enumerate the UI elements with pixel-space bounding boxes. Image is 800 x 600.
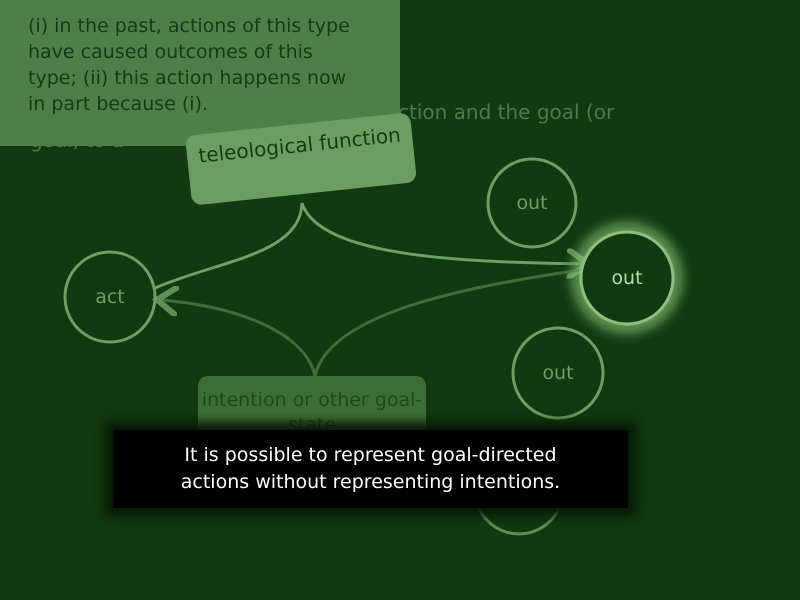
- node-out-top-label: out: [516, 192, 548, 214]
- background-text-line-1: ction and the goal (or: [398, 100, 615, 124]
- caption-box: It is possible to represent goal-directe…: [113, 430, 628, 508]
- definition-line-2: have caused outcomes of this: [28, 41, 313, 63]
- definition-line-4: in part because (i).: [28, 93, 209, 115]
- node-out-highlight-label: out: [611, 267, 643, 289]
- definition-line-3: type; (ii) this action happens now: [28, 67, 347, 89]
- caption-line-2: actions without representing intentions.: [180, 471, 561, 493]
- definition-box: (i) in the past, actions of this type ha…: [0, 0, 400, 146]
- node-act-label: act: [95, 286, 125, 308]
- node-out-lower-label: out: [542, 362, 574, 384]
- definition-line-1: (i) in the past, actions of this type: [28, 15, 350, 37]
- edge-intention-to-out: [313, 268, 581, 377]
- edge-intention-to-act: [160, 300, 317, 377]
- node-act-circle: [63, 250, 157, 344]
- node-out-lower-circle: [511, 326, 605, 420]
- node-out-highlight-circle: [579, 230, 675, 326]
- edge-function-to-act: [154, 202, 304, 290]
- caption-line-1: It is possible to represent goal-directe…: [184, 444, 557, 466]
- edge-function-to-out: [300, 202, 585, 264]
- node-out-top-circle: [486, 157, 578, 249]
